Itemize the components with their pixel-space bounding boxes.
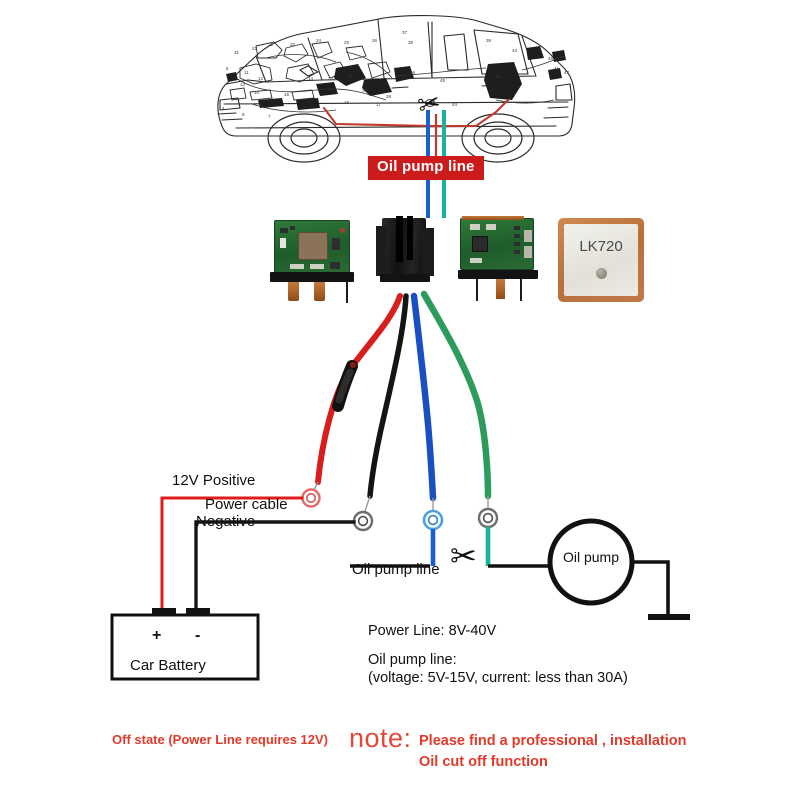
svg-text:6: 6 — [242, 112, 245, 117]
svg-text:37: 37 — [402, 30, 408, 35]
relay-module — [374, 214, 440, 306]
svg-text:27: 27 — [348, 74, 354, 79]
ring-terminal-blue — [422, 509, 444, 531]
gps-pcb-module — [458, 216, 542, 304]
note-body: Please find a professional , installatio… — [419, 731, 687, 773]
antenna-feed-pin — [596, 268, 607, 279]
label-negative: Negative — [196, 513, 256, 530]
note-off-state: Off state (Power Line requires 12V) — [112, 732, 329, 747]
battery-post-positive — [152, 608, 176, 615]
power-negative-wire — [367, 293, 409, 499]
svg-text:24: 24 — [316, 38, 322, 43]
spec-oil-pump-line-detail: (voltage: 5V-15V, current: less than 30A… — [368, 670, 628, 687]
ring-terminal-green — [477, 507, 499, 529]
svg-text:22: 22 — [252, 46, 258, 51]
note-line-2: Oil cut off function — [419, 754, 548, 771]
svg-text:10: 10 — [254, 90, 260, 95]
ring-terminal-negative — [352, 510, 374, 532]
svg-text:46: 46 — [410, 70, 416, 75]
battery-post-negative — [186, 608, 210, 615]
svg-text:47: 47 — [564, 70, 570, 75]
svg-text:38: 38 — [408, 40, 414, 45]
label-power-cable: Power cable — [205, 496, 288, 513]
note-line-1: Please find a professional , installatio… — [419, 733, 687, 749]
label-oil-pump-line: Oil pump line — [352, 561, 440, 578]
svg-text:15: 15 — [284, 92, 290, 97]
oil-pump-wire-green — [420, 290, 492, 500]
svg-text:11: 11 — [244, 70, 249, 75]
svg-text:45: 45 — [440, 78, 446, 83]
inline-fuse-holder — [332, 360, 358, 412]
svg-text:26: 26 — [372, 38, 378, 43]
svg-text:41: 41 — [554, 66, 560, 71]
svg-text:31: 31 — [234, 50, 240, 55]
power-positive-wire — [315, 293, 403, 485]
hardware-photo-strip: LK720 — [262, 212, 662, 316]
svg-text:48: 48 — [548, 56, 554, 61]
svg-text:25: 25 — [344, 40, 350, 45]
svg-text:30: 30 — [362, 88, 368, 93]
oil-pump-line-banner: Oil pump line — [368, 156, 484, 180]
svg-text:28: 28 — [386, 94, 392, 99]
label-car-battery: Car Battery — [130, 657, 206, 674]
antenna-label: LK720 — [579, 238, 623, 255]
svg-text:17: 17 — [376, 102, 382, 107]
svg-text:7: 7 — [268, 114, 271, 119]
specification-block: Power Line: 8V-40V Oil pump line: (volta… — [368, 622, 628, 687]
svg-text:5: 5 — [226, 66, 229, 71]
battery-plus-marker: + — [152, 627, 162, 644]
svg-text:23: 23 — [328, 76, 334, 81]
gps-patch-antenna: LK720 — [558, 218, 644, 302]
gsm-pcb-module — [270, 218, 356, 303]
svg-text:20: 20 — [290, 42, 296, 47]
svg-text:13: 13 — [240, 82, 246, 87]
oil-pump-ground-lead — [632, 560, 670, 616]
svg-text:16: 16 — [344, 100, 350, 105]
svg-text:12: 12 — [258, 76, 264, 81]
battery-minus-marker: - — [195, 627, 201, 644]
spec-oil-pump-line-title: Oil pump line: — [368, 652, 457, 669]
label-oil-pump: Oil pump — [562, 549, 620, 565]
svg-text:21: 21 — [268, 42, 274, 47]
svg-text:14: 14 — [308, 76, 314, 81]
spec-power-line: Power Line: 8V-40V — [368, 623, 497, 639]
svg-text:42: 42 — [496, 74, 502, 79]
note-keyword: note: — [349, 723, 412, 753]
battery-negative-lead — [194, 520, 356, 614]
svg-text:4: 4 — [222, 106, 225, 111]
scissors-icon-oil-line: ✂ — [450, 538, 477, 574]
svg-text:44: 44 — [452, 102, 458, 107]
label-12v-positive: 12V Positive — [172, 472, 256, 489]
oil-pump-wire-blue — [410, 292, 437, 502]
ring-terminal-positive — [301, 488, 321, 508]
svg-text:39: 39 — [486, 38, 492, 43]
svg-text:43: 43 — [512, 48, 518, 53]
